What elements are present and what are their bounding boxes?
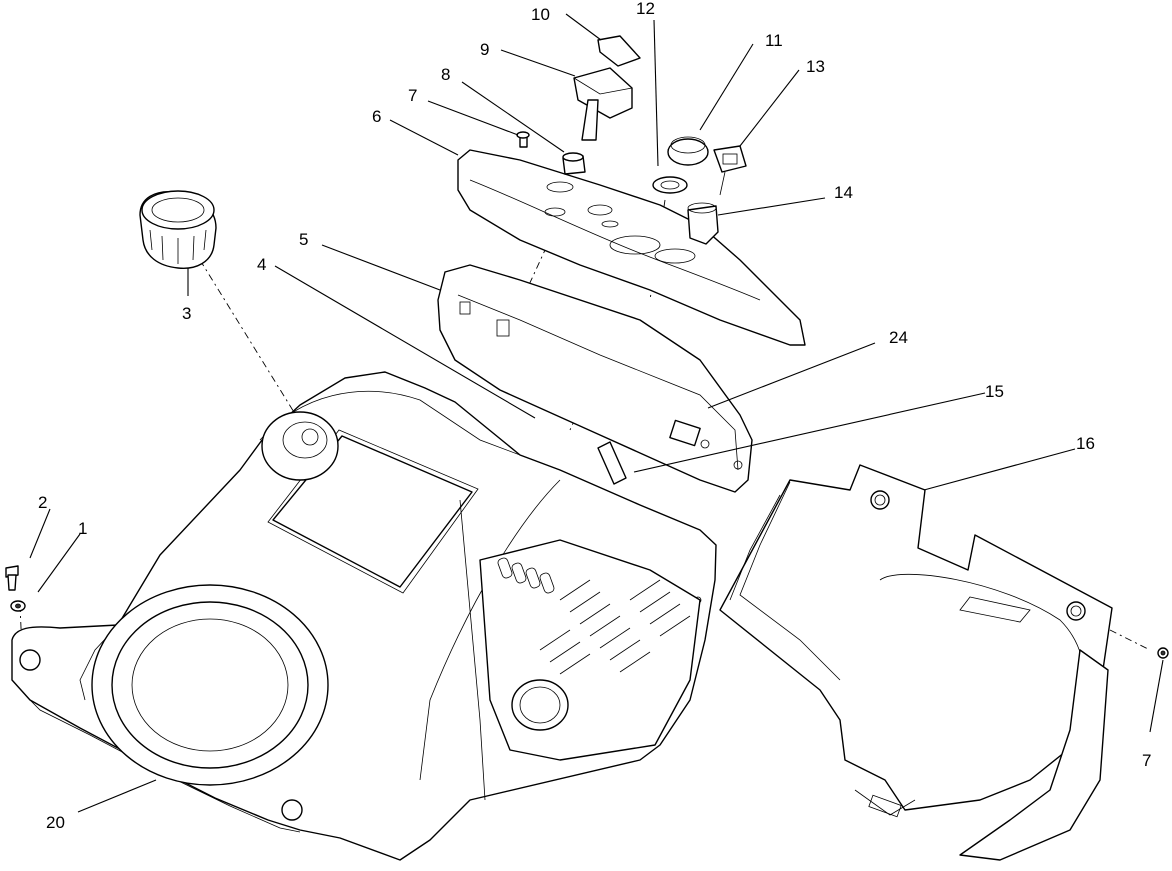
callout-3: 3	[182, 304, 191, 323]
leader-lines	[29, 13, 1164, 813]
part-3-fuel-cap	[139, 190, 217, 269]
callout-24: 24	[889, 328, 908, 347]
callout-13: 13	[806, 57, 825, 76]
callout-6: 6	[372, 107, 381, 126]
callout-11: 11	[765, 31, 783, 50]
callout-1: 1	[78, 519, 87, 538]
callout-20: 20	[46, 813, 65, 832]
callout-12: 12	[636, 0, 655, 18]
callout-10: 10	[531, 5, 550, 24]
callout-8: 8	[441, 65, 450, 84]
part-9-handle	[573, 67, 633, 141]
part-14-switch	[687, 202, 719, 245]
callout-14: 14	[834, 183, 853, 202]
part-15-bracket	[597, 441, 627, 485]
part-5-panel-housing	[437, 264, 753, 493]
callout-4: 4	[257, 255, 266, 274]
part-10-knob-insert	[597, 35, 641, 67]
callout-15: 15	[985, 382, 1004, 401]
callout-2: 2	[38, 493, 47, 512]
part-6-top-panel	[457, 149, 806, 346]
part-13-key	[713, 145, 747, 196]
part-2-screw	[5, 565, 19, 591]
part-20-main-shroud	[11, 371, 717, 861]
callout-7-right: 7	[1142, 751, 1151, 770]
callout-7-top: 7	[408, 86, 417, 105]
callout-9: 9	[480, 40, 489, 59]
part-8-bushing	[562, 152, 586, 175]
part-1-washer	[10, 600, 26, 612]
part-7-screw-top	[516, 131, 530, 148]
part-16-side-cover	[719, 464, 1113, 861]
callout-16: 16	[1076, 434, 1095, 453]
callout-5: 5	[299, 230, 308, 249]
part-11-cap	[667, 136, 709, 166]
callout-labels: 10 12 9 11 13 8 7 6 14 3 5 4 24 15 16 2 …	[38, 0, 1151, 832]
part-7-screw-right	[1157, 647, 1169, 659]
vent-slots	[497, 557, 691, 675]
part-12-grommet	[652, 176, 688, 194]
